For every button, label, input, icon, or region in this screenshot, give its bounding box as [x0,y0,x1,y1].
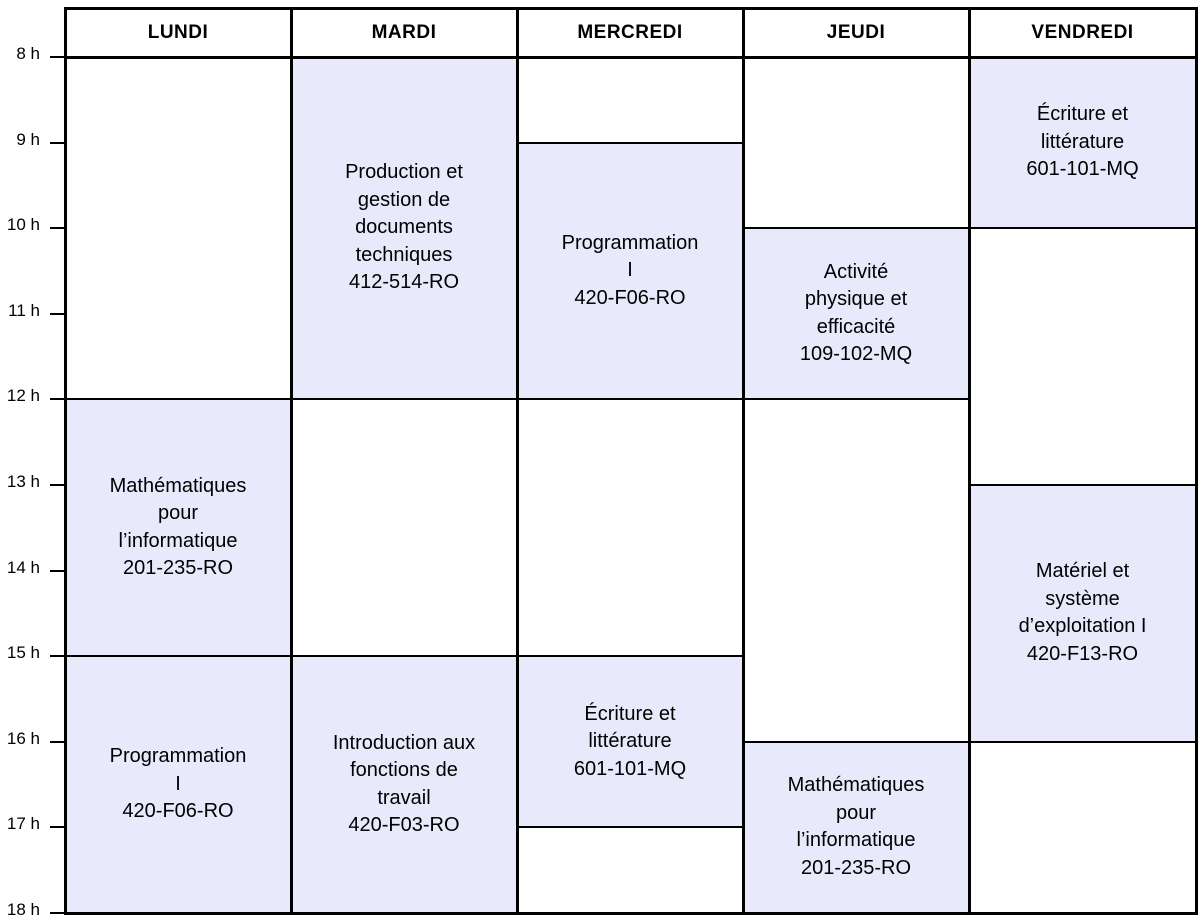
header-bottom-line [64,56,1198,59]
course-label: Programmation I 420-F06-RO [561,231,699,309]
hour-label: 9 h [16,129,40,149]
block-border [65,655,293,658]
block-border [743,398,971,401]
empty-slot [517,399,743,657]
hour-label: 15 h [6,643,40,663]
hour-tick [50,912,66,914]
course-block[interactable]: Activité physique et efficacité 109-102-… [743,228,969,400]
course-label: Écriture et littérature 601-101-MQ [1026,103,1139,181]
column-line [968,8,971,914]
hour-label: 10 h [6,215,40,235]
empty-slot [969,741,1196,913]
empty-slot [517,827,743,913]
hour-tick [50,398,66,401]
hour-label: 12 h [6,386,40,406]
course-label: Programmation I 420-F06-RO [109,745,247,823]
hour-tick [50,655,66,658]
column-line [290,8,293,914]
block-border [969,227,1198,230]
block-border [291,655,519,658]
hour-tick [50,826,66,829]
hour-tick [50,56,66,58]
hour-label: 11 h [8,300,40,320]
hour-tick [50,569,66,572]
block-border [65,398,293,401]
hour-tick [50,484,66,486]
column-line [64,8,67,914]
hour-tick [50,312,66,315]
day-header-mercredi: MERCREDI [577,21,683,43]
hour-label: 18 h [6,900,40,919]
hour-label: 14 h [6,557,40,577]
hour-tick [50,227,66,230]
block-border [517,826,745,829]
course-block[interactable]: Production et gestion de documents techn… [291,57,517,400]
block-border [517,141,745,144]
course-block[interactable]: Écriture et littérature 601-101-MQ [969,57,1196,229]
block-border [517,655,745,658]
empty-slot [517,57,743,143]
course-label: Écriture et littérature 601-101-MQ [573,702,687,780]
hour-tick [50,740,66,743]
course-block[interactable]: Programmation I 420-F06-RO [65,656,291,913]
day-header-lundi: LUNDI [147,21,209,43]
block-border [291,398,519,401]
course-label: Introduction aux fonctions de travail 42… [332,731,476,837]
block-border [743,740,971,743]
empty-slot [291,399,517,657]
course-block[interactable]: Matériel et système d’exploitation I 420… [969,485,1196,742]
hour-label: 16 h [6,728,40,748]
course-label: Production et gestion de documents techn… [345,161,463,294]
course-block[interactable]: Programmation I 420-F06-RO [517,142,743,400]
course-label: Matériel et système d’exploitation I 420… [1018,560,1147,665]
empty-slot [65,57,291,400]
empty-slot [743,57,969,229]
course-label: Mathématiques pour l’informatique 201-23… [109,474,247,580]
column-line [516,8,519,914]
course-label: Activité physique et efficacité 109-102-… [799,260,913,366]
column-line [742,8,745,914]
empty-slot [743,399,969,742]
block-border [517,398,745,401]
course-block[interactable]: Écriture et littérature 601-101-MQ [517,656,743,828]
course-block[interactable]: Mathématiques pour l’informatique 201-23… [65,399,291,657]
hour-label: 17 h [6,814,40,834]
hour-label: 13 h [6,472,40,491]
day-header-jeudi: JEUDI [826,21,886,43]
hour-tick [50,141,66,144]
course-block[interactable]: Mathématiques pour l’informatique 201-23… [743,741,969,913]
column-line [1195,8,1198,914]
course-label: Mathématiques pour l’informatique 201-23… [787,774,925,879]
block-border [743,227,971,230]
grid-bottom-line [64,912,1198,915]
day-header-vendredi: VENDREDI [1031,21,1134,43]
hour-label: 8 h [16,44,40,63]
block-border [969,740,1198,743]
block-border [969,484,1198,486]
empty-slot [969,228,1196,485]
course-block[interactable]: Introduction aux fonctions de travail 42… [291,656,517,913]
header-top-line [64,7,1198,10]
day-header-mardi: MARDI [371,21,437,43]
